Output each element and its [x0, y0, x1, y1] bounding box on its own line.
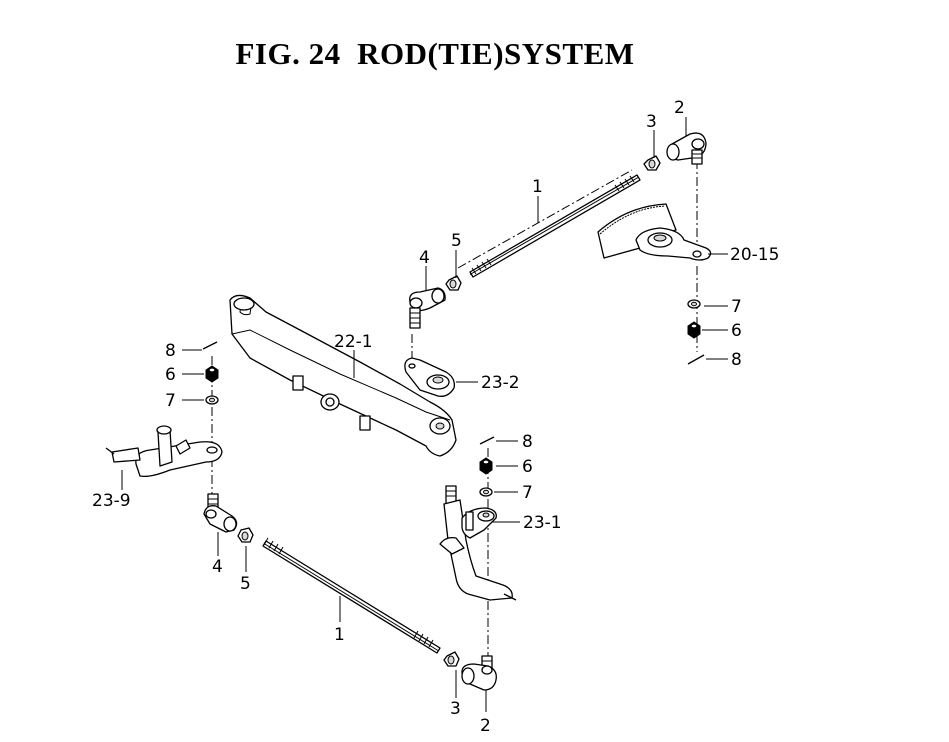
rod-end-lower-right [461, 655, 497, 691]
cotter-pin-center [479, 436, 495, 445]
cotter-pin-left [202, 341, 218, 350]
callout-4-lower: 4 [212, 557, 223, 577]
callout-6-left: 6 [165, 365, 176, 385]
callout-6-right: 6 [731, 321, 742, 341]
callout-8-right: 8 [731, 350, 742, 370]
leader-lines [121, 117, 728, 712]
rod-end-upper-right [666, 132, 707, 165]
figure-title: FIG. 24 ROD(TIE)SYSTEM [235, 36, 635, 71]
steering-sector [597, 203, 712, 261]
callout-5-upper: 5 [451, 231, 462, 251]
washer-center [479, 487, 493, 497]
washer-right [687, 299, 701, 309]
knuckle-left [105, 425, 223, 478]
callout-23-2: 23-2 [481, 373, 520, 393]
rod-end-upper-left [409, 287, 446, 329]
callout-23-9: 23-9 [92, 491, 131, 511]
knuckle-right [439, 485, 517, 601]
lower-tie-rod [262, 537, 441, 654]
callout-8-left: 8 [165, 341, 176, 361]
callout-labels: 2 3 1 5 4 20-15 7 6 8 22-1 23-2 8 6 7 23… [92, 98, 779, 736]
washer-left [205, 395, 219, 405]
front-axle-beam [229, 294, 457, 457]
castle-nut-center [479, 457, 493, 475]
callout-20-15: 20-15 [730, 245, 779, 265]
upper-tie-rod [469, 174, 641, 278]
callout-6-center: 6 [522, 457, 533, 477]
callout-22-1: 22-1 [334, 332, 373, 352]
callout-2-upper: 2 [674, 98, 685, 118]
callout-23-1: 23-1 [523, 513, 562, 533]
callout-1-upper: 1 [532, 177, 543, 197]
cotter-pin-right [687, 354, 705, 365]
callout-2-lower: 2 [480, 716, 491, 736]
callout-3-lower: 3 [450, 699, 461, 719]
knuckle-arm-center [404, 357, 455, 397]
castle-nut-right [687, 321, 701, 339]
callout-3-upper: 3 [646, 112, 657, 132]
callout-5-lower: 5 [240, 574, 251, 594]
callout-8-center: 8 [522, 432, 533, 452]
callout-1-lower: 1 [334, 625, 345, 645]
rod-end-lower-left [203, 493, 238, 533]
nut-upper-right [643, 155, 661, 171]
nut-lower [443, 651, 460, 667]
callout-7-center: 7 [522, 483, 533, 503]
callout-7-right: 7 [731, 297, 742, 317]
callout-7-left: 7 [165, 391, 176, 411]
nut-lower-left [237, 527, 254, 543]
callout-4-upper: 4 [419, 248, 430, 268]
nut-upper-left [445, 275, 462, 291]
castle-nut-left [205, 365, 219, 383]
